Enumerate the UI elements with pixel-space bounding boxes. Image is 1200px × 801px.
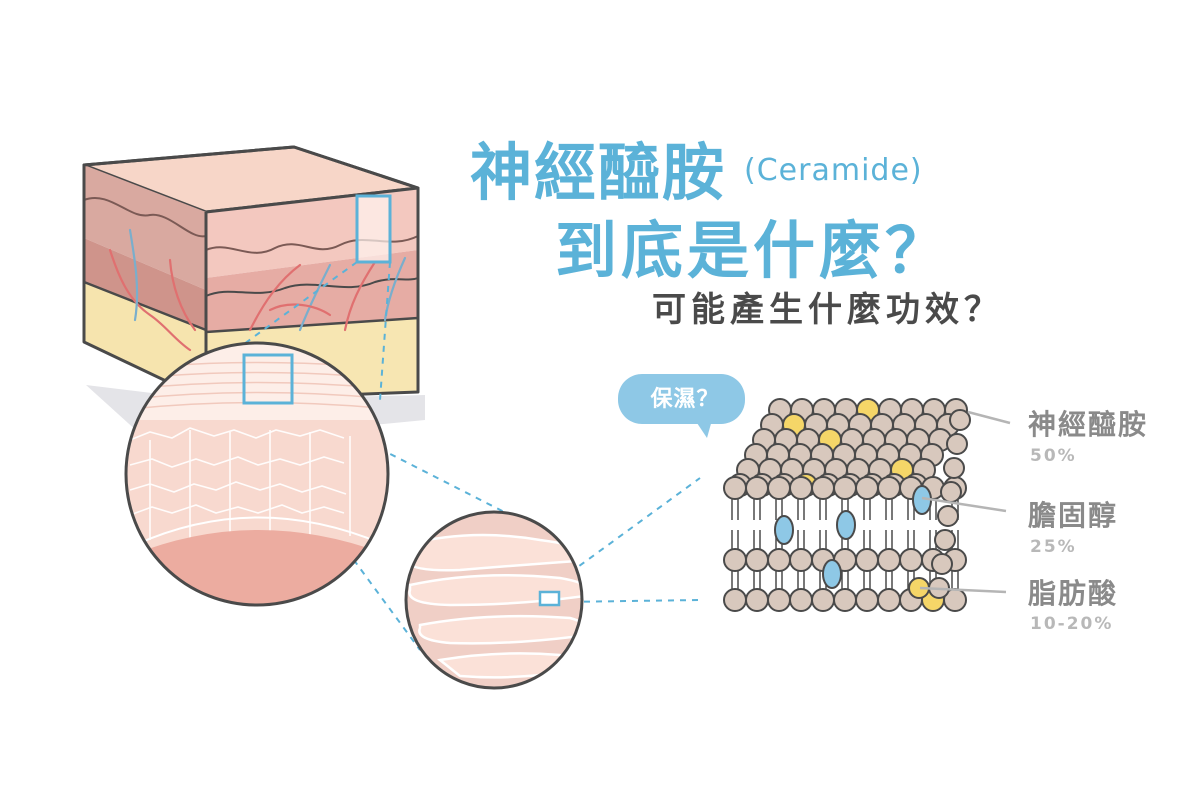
lipid-head xyxy=(949,409,971,431)
lipid-head xyxy=(789,476,813,500)
lipid-head xyxy=(877,476,901,500)
lipid-head xyxy=(723,588,747,612)
lipid-head xyxy=(767,588,791,612)
lipid-head xyxy=(855,548,879,572)
lipid-head xyxy=(877,588,901,612)
lipid-head xyxy=(931,553,953,575)
lipid-head xyxy=(745,588,769,612)
lipid-bilayer xyxy=(723,398,971,612)
lipid-head xyxy=(833,588,857,612)
lipid-head xyxy=(745,476,769,500)
lipid-head xyxy=(789,588,813,612)
page-title: 神經醯胺 (Ceramide) xyxy=(470,122,1030,212)
cholesterol-molecule xyxy=(836,510,856,540)
legend-cholesterol-percent: 25% xyxy=(1030,537,1077,557)
lipid-head xyxy=(811,588,835,612)
blood-vessels xyxy=(108,228,407,352)
legend-ceramide-percent: 50% xyxy=(1030,446,1077,466)
legend-fatty-acid-label: 脂肪酸 xyxy=(1028,577,1119,610)
legend-cholesterol-label: 膽固醇 xyxy=(1028,499,1119,532)
lipid-head xyxy=(745,548,769,572)
lipid-head xyxy=(789,548,813,572)
title-line2: 到底是什麼？ xyxy=(555,214,952,287)
lipid-head xyxy=(767,548,791,572)
legend-ceramide-label: 神經醯胺 xyxy=(1028,408,1149,441)
lipid-head xyxy=(811,476,835,500)
stratum-corneum-frame xyxy=(242,353,294,405)
stratum-corneum-zoom-circle xyxy=(404,510,584,690)
lipid-head xyxy=(855,476,879,500)
title-line1: 神經醯胺 xyxy=(470,136,727,209)
lipid-head xyxy=(723,548,747,572)
lipid-head xyxy=(833,476,857,500)
lipid-head xyxy=(937,505,959,527)
legend-fatty-acid-percent: 10-20% xyxy=(1030,614,1114,634)
block-zoom-frame xyxy=(355,194,392,264)
legend-leaders xyxy=(919,410,1011,594)
lipid-head xyxy=(855,588,879,612)
lipid-head xyxy=(934,529,956,551)
lipid-zoom-frame xyxy=(538,590,561,607)
lipid-head xyxy=(723,476,747,500)
subtitle: 可能產生什麼功效？ xyxy=(652,290,1003,330)
lipid-head xyxy=(877,548,901,572)
lipid-head xyxy=(943,457,965,479)
title-latin: (Ceramide) xyxy=(744,153,923,189)
bubble-text: 保濕？ xyxy=(650,387,720,412)
lipid-head xyxy=(940,481,962,503)
cholesterol-molecule xyxy=(822,559,842,589)
lipid-head xyxy=(899,548,923,572)
cholesterol-molecule xyxy=(774,515,794,545)
lipid-head xyxy=(767,476,791,500)
lipid-head xyxy=(946,433,968,455)
speech-bubble xyxy=(618,374,745,438)
